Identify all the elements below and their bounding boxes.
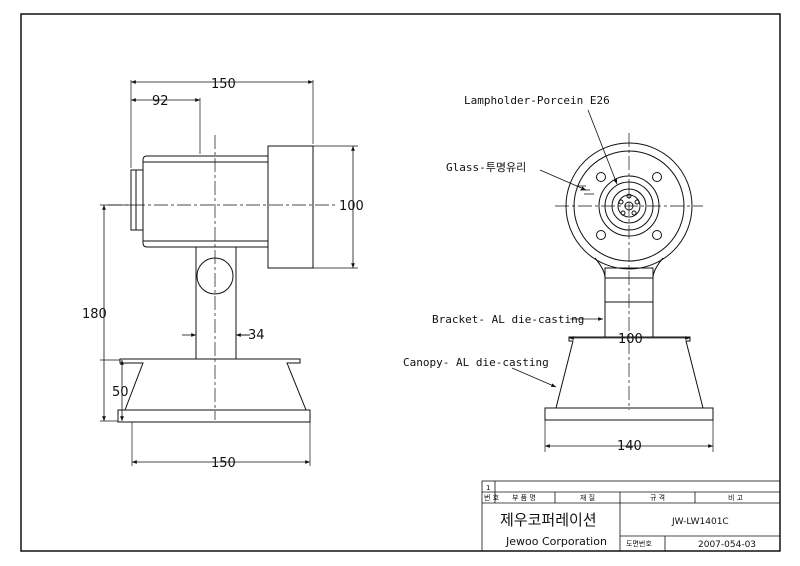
dim-side-body-length: 92: [152, 94, 169, 109]
dim-front-top-width: 100: [618, 332, 643, 347]
title-header-material: 재 질: [580, 494, 595, 502]
callout-canopy: Canopy- AL die-casting: [403, 356, 549, 369]
leader-lampholder: [587, 109, 618, 185]
title-header-remarks: 비 고: [728, 493, 744, 502]
front-canopy: [555, 336, 704, 409]
dim-side-total-height: 180: [82, 307, 107, 322]
dim-side-base-height: 50: [112, 385, 129, 400]
drawing-number-label: 도면번호: [626, 539, 652, 548]
side-base-plate: [117, 409, 311, 423]
title-header-part-name: 부 품 명: [512, 493, 536, 502]
company-name-english: Jewoo Corporation: [505, 535, 607, 548]
side-lamp-head: [267, 145, 314, 269]
callout-bracket: Bracket- AL die-casting: [432, 313, 584, 326]
callout-lampholder: Lampholder-Porcein E26: [464, 94, 610, 107]
dim-side-head-height: 100: [339, 199, 364, 214]
title-block: [481, 480, 781, 552]
model-number: JW-LW1401C: [671, 517, 729, 527]
side-lamp-body: [142, 155, 269, 248]
front-screw-bottom-left: [596, 230, 606, 240]
dim-front-base-width: 140: [617, 439, 642, 454]
leader-canopy: [511, 367, 557, 388]
front-base-plate: [544, 407, 714, 421]
front-screw-bottom-right: [652, 230, 662, 240]
side-canopy: [119, 358, 307, 411]
dim-side-total-width: 150: [211, 77, 236, 92]
front-screw-top-left: [596, 172, 606, 182]
drawing-number: 2007-054-03: [698, 540, 756, 550]
dim-side-stem-width: 34: [248, 328, 265, 343]
title-item-number: 1: [486, 484, 490, 492]
drawing-border: [20, 13, 781, 552]
title-header-spec: 규 격: [650, 494, 665, 502]
dim-side-base-width: 150: [211, 456, 236, 471]
company-name-korean: 제우코퍼레이션: [500, 511, 597, 529]
side-lamp-cap: [130, 169, 144, 231]
front-screw-top-right: [652, 172, 662, 182]
front-view: [511, 109, 714, 452]
title-header-number: 번 호: [484, 493, 500, 502]
leader-glass: [539, 169, 587, 191]
callout-glass: Glass-투명유리: [446, 161, 526, 174]
side-view: [100, 80, 358, 466]
